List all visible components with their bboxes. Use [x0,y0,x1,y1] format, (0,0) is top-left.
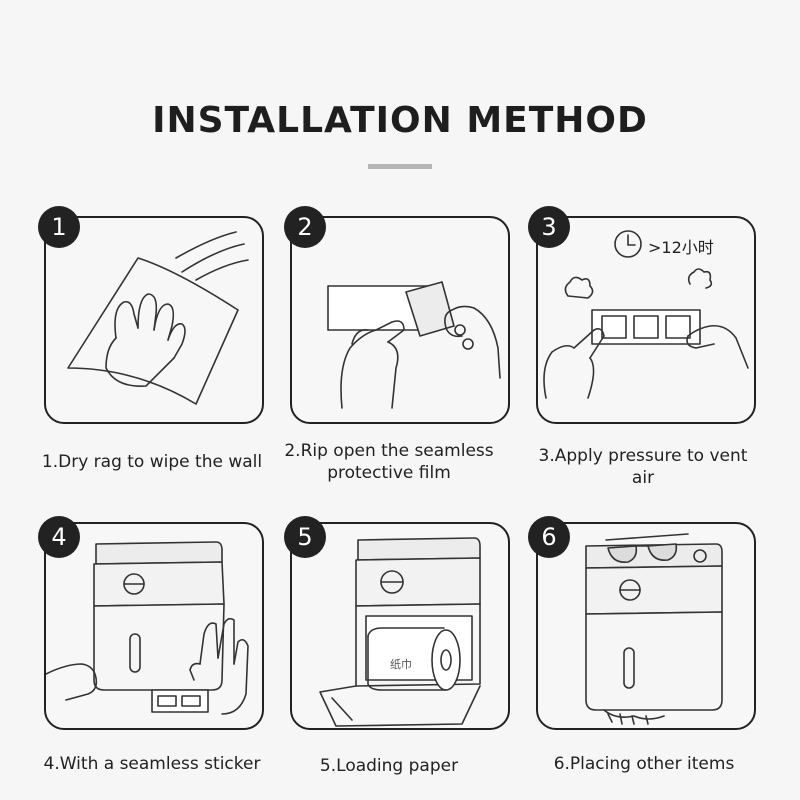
step-caption-4: 4.With a seamless sticker [43,754,261,774]
wipe-wall-illustration [67,231,249,405]
step-card-5: 纸巾 [290,522,510,730]
step-number-4: 4 [38,516,80,558]
step-card-1 [44,216,264,424]
page-title: INSTALLATION METHOD [152,100,648,141]
step-number-6: 6 [528,516,570,558]
title-divider [368,164,432,169]
roll-label: 纸巾 [390,658,412,671]
step-card-3: >12小时 [536,216,756,424]
step-number-2: 2 [284,206,326,248]
step-number-3: 3 [528,206,570,248]
timer-text: >12小时 [648,238,714,257]
step-card-4 [44,522,264,730]
step-caption-3: 3.Apply pressure to vent air [538,446,748,488]
mount-holder-illustration [46,541,249,715]
step-caption-1: 1.Dry rag to wipe the wall [41,452,263,472]
peel-film-illustration [327,281,501,409]
step-number-1: 1 [38,206,80,248]
place-items-illustration [585,533,723,725]
press-sticker-illustration [543,230,749,399]
step-card-6 [536,522,756,730]
step-number-5: 5 [284,516,326,558]
step-caption-5: 5.Loading paper [319,756,459,776]
clock-icon [614,230,642,258]
step-caption-2: 2.Rip open the seamless protective film [284,441,494,483]
glasses-icon [605,533,689,564]
load-paper-illustration [319,537,481,727]
step-card-2 [290,216,510,424]
step-caption-6: 6.Placing other items [553,754,735,774]
